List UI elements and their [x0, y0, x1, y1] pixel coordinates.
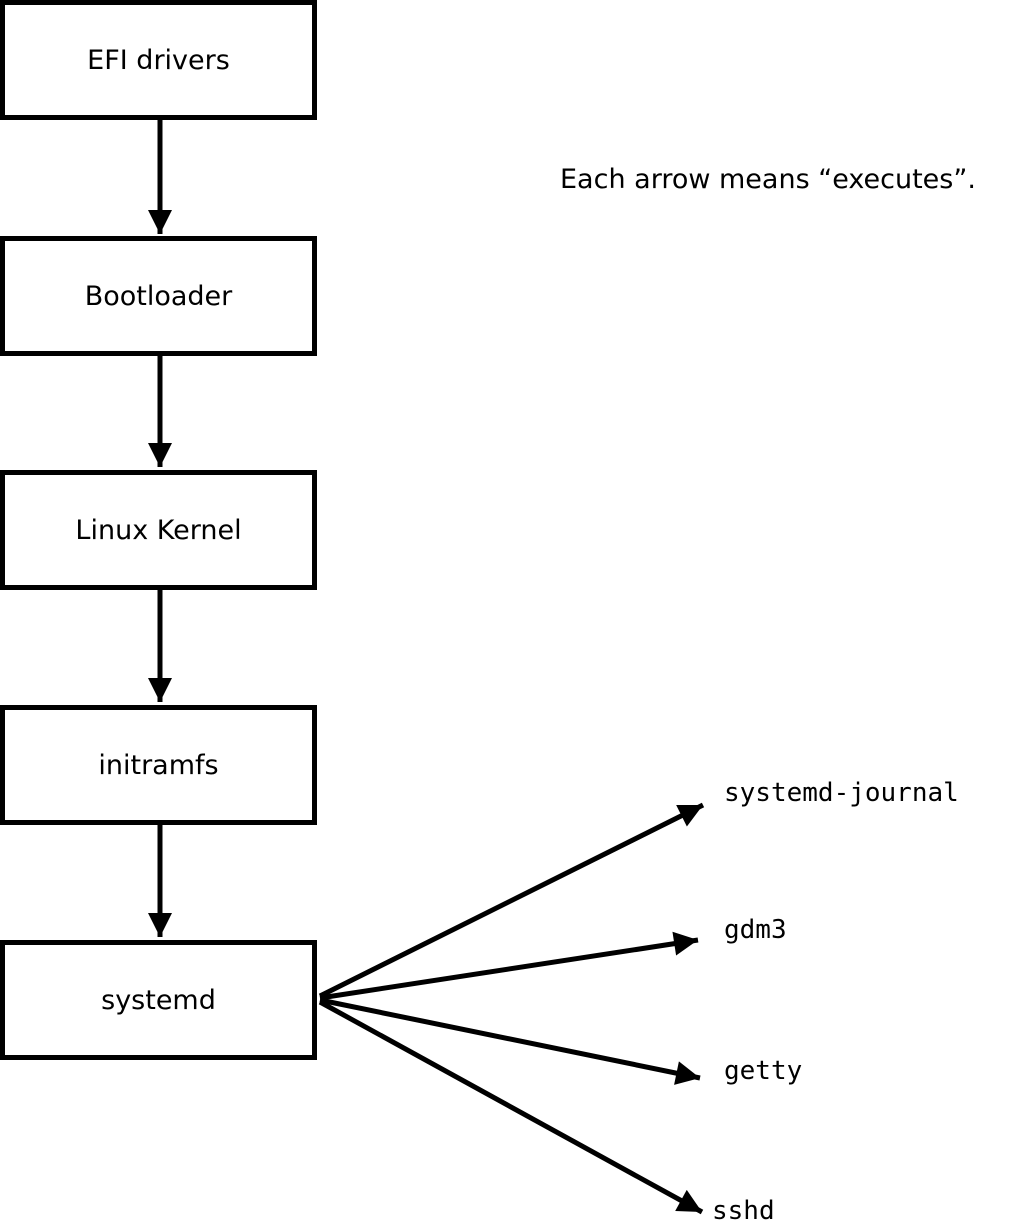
- target-label-sshd: sshd: [712, 1196, 775, 1226]
- target-label-systemd-journal: systemd-journal: [724, 778, 959, 808]
- box-bootloader: Bootloader: [0, 236, 317, 356]
- box-systemd-label: systemd: [101, 984, 216, 1016]
- box-efi-drivers-label: EFI drivers: [87, 44, 230, 76]
- box-initramfs: initramfs: [0, 705, 317, 825]
- box-bootloader-label: Bootloader: [84, 280, 233, 312]
- target-label-gdm3: gdm3: [724, 915, 787, 945]
- target-label-getty: getty: [724, 1056, 803, 1086]
- arrow-systemd-to-gdm3: [319, 931, 699, 1001]
- box-efi-drivers: EFI drivers: [0, 0, 317, 120]
- box-systemd: systemd: [0, 940, 317, 1060]
- arrow-systemd-to-getty: [319, 997, 701, 1085]
- arrow-systemd-to-journal: [318, 802, 705, 999]
- box-initramfs-label: initramfs: [98, 749, 219, 781]
- note-text: Each arrow means “executes”.: [560, 164, 976, 195]
- box-linux-kernel-label: Linux Kernel: [75, 514, 242, 546]
- box-linux-kernel: Linux Kernel: [0, 470, 317, 590]
- arrow-systemd-to-sshd: [318, 999, 704, 1215]
